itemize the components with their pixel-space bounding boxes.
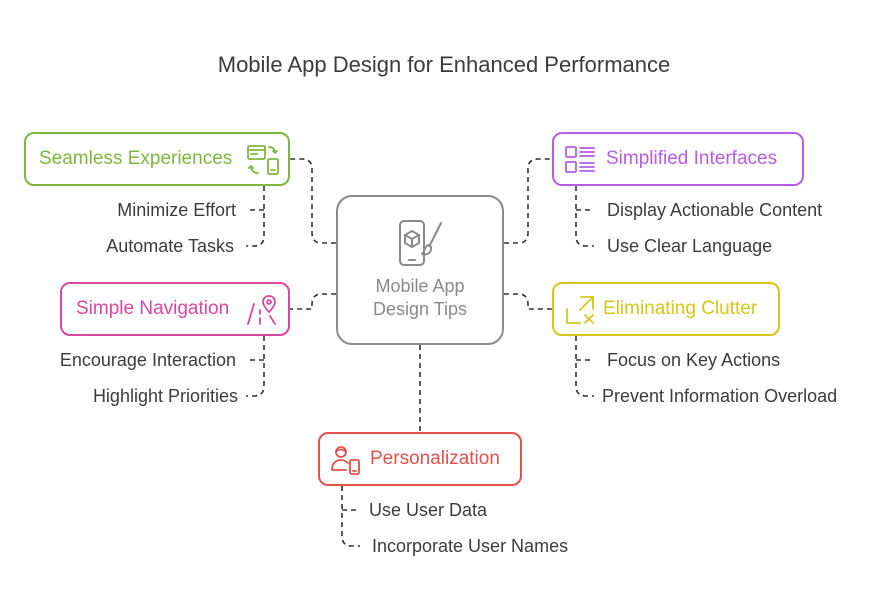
- center-label-line1: Mobile App: [375, 276, 465, 296]
- list-item: Prevent Information Overload: [602, 386, 838, 406]
- list-item: Automate Tasks: [106, 236, 234, 256]
- branch-simple-navigation: Simple Navigation: [60, 282, 290, 336]
- branch-simplified-interfaces: Simplified Interfaces: [552, 132, 804, 186]
- list-item: Incorporate User Names: [372, 536, 569, 556]
- branch-label: Simple Navigation: [76, 298, 230, 319]
- mobile-design-icon: [394, 219, 446, 274]
- list-item: Display Actionable Content: [607, 200, 823, 220]
- branch-label: Personalization: [370, 448, 500, 469]
- center-node: Mobile App Design Tips: [336, 195, 504, 345]
- center-label: Mobile App Design Tips: [338, 275, 502, 321]
- expand-close-icon: [564, 294, 596, 326]
- list-item: Encourage Interaction: [59, 350, 236, 370]
- branch-label: Simplified Interfaces: [606, 148, 778, 169]
- list-item: Highlight Priorities: [92, 386, 238, 406]
- list-item: Use User Data: [369, 500, 488, 520]
- list-item: Use Clear Language: [607, 236, 773, 256]
- route-pin-icon: [246, 294, 278, 326]
- branch-label: Seamless Experiences: [39, 148, 233, 169]
- diagram-title: Mobile App Design for Enhanced Performan…: [217, 52, 671, 77]
- list-layout-icon: [564, 145, 596, 175]
- branch-seamless-experiences: Seamless Experiences: [24, 132, 290, 186]
- branch-personalization: Personalization: [318, 432, 522, 486]
- branch-label: Eliminating Clutter: [603, 298, 758, 319]
- branch-eliminating-clutter: Eliminating Clutter: [552, 282, 780, 336]
- list-item: Minimize Effort: [117, 200, 236, 220]
- user-device-icon: [330, 444, 362, 476]
- device-sync-icon: [246, 144, 280, 176]
- center-label-line2: Design Tips: [372, 299, 468, 319]
- list-item: Focus on Key Actions: [607, 350, 781, 370]
